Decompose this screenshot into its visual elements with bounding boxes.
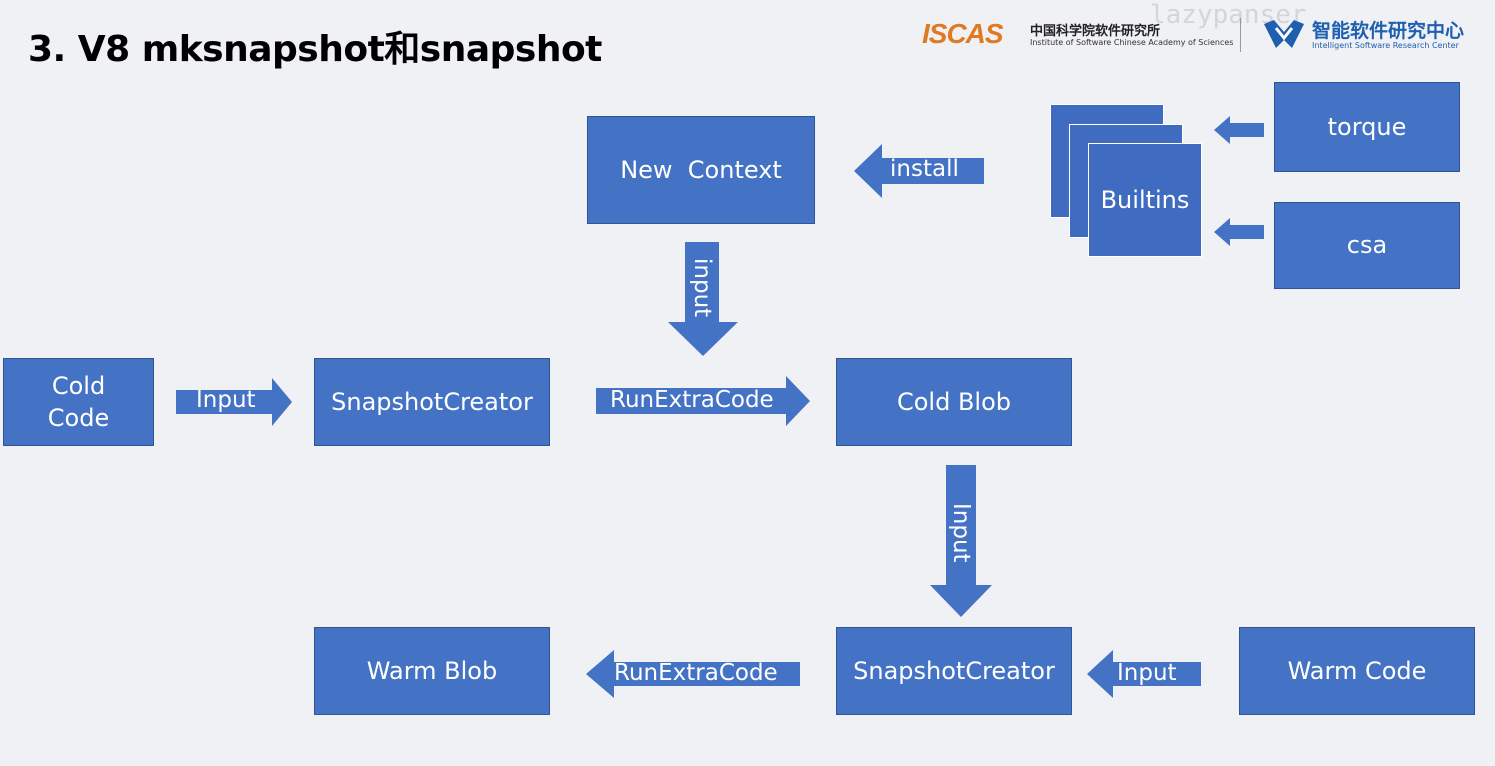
torque-to-builtins-arrow [1214, 116, 1264, 144]
isrc-logo-icon [1262, 18, 1306, 52]
csa-node: csa [1274, 202, 1460, 289]
logo-divider [1240, 18, 1241, 52]
snapshot-creator-2-node: SnapshotCreator [836, 627, 1072, 715]
csa-to-builtins-arrow [1214, 218, 1264, 246]
run-extra-code-1-arrow: RunExtraCode [596, 376, 810, 426]
run-extra-code-2-label: RunExtraCode [614, 660, 778, 686]
cold-code-node: Cold Code [3, 358, 154, 446]
torque-node: torque [1274, 82, 1460, 172]
warm-code-label: Warm Code [1287, 656, 1427, 685]
run-extra-code-1-label: RunExtraCode [610, 387, 774, 413]
snapshot-creator-2-label: SnapshotCreator [853, 656, 1055, 685]
warm-blob-label: Warm Blob [366, 656, 498, 685]
warm-code-node: Warm Code [1239, 627, 1475, 715]
isrc-name-cn: 智能软件研究中心 [1312, 20, 1465, 42]
warm-code-input-arrow: Input [1087, 650, 1201, 698]
warm-code-input-label: Input [1117, 660, 1177, 686]
iscas-name-en: Institute of Software Chinese Academy of… [1030, 38, 1234, 47]
run-extra-code-2-arrow: RunExtraCode [586, 650, 800, 698]
builtins-label: Builtins [1100, 185, 1190, 214]
cold-code-input-arrow: Input [176, 378, 292, 426]
cold-blob-label: Cold Blob [896, 387, 1012, 416]
install-arrow-label: install [890, 156, 959, 182]
new-context-node: New Context [587, 116, 815, 224]
cold-code-input-label: Input [196, 387, 256, 413]
warm-blob-node: Warm Blob [314, 627, 550, 715]
header-logos: ISCAS 中国科学院软件研究所 Institute of Software C… [918, 14, 1488, 58]
torque-label: torque [1327, 112, 1407, 141]
slide-title: 3. V8 mksnapshot和snapshot [28, 29, 602, 70]
iscas-name-cn: 中国科学院软件研究所 [1030, 24, 1161, 39]
isrc-name-en: Intelligent Software Research Center [1312, 41, 1459, 50]
new-context-label: New Context [620, 155, 782, 184]
iscas-logo: ISCAS [922, 18, 1004, 49]
install-arrow: install [854, 144, 984, 198]
watermark: lazypanser [1150, 0, 1307, 30]
cold-code-label-line1: Cold [51, 371, 106, 400]
cold-blob-node: Cold Blob [836, 358, 1072, 446]
cold-blob-input-arrow: Input [930, 465, 992, 617]
new-context-input-arrow: input [668, 242, 738, 356]
csa-label: csa [1346, 231, 1388, 260]
snapshot-creator-1-label: SnapshotCreator [331, 387, 533, 416]
new-context-input-label: input [689, 258, 715, 318]
snapshot-creator-1-node: SnapshotCreator [314, 358, 550, 446]
builtins-node: Builtins [1088, 143, 1202, 257]
cold-blob-input-label: Input [948, 503, 974, 563]
cold-code-label-line2: Code [47, 404, 110, 432]
